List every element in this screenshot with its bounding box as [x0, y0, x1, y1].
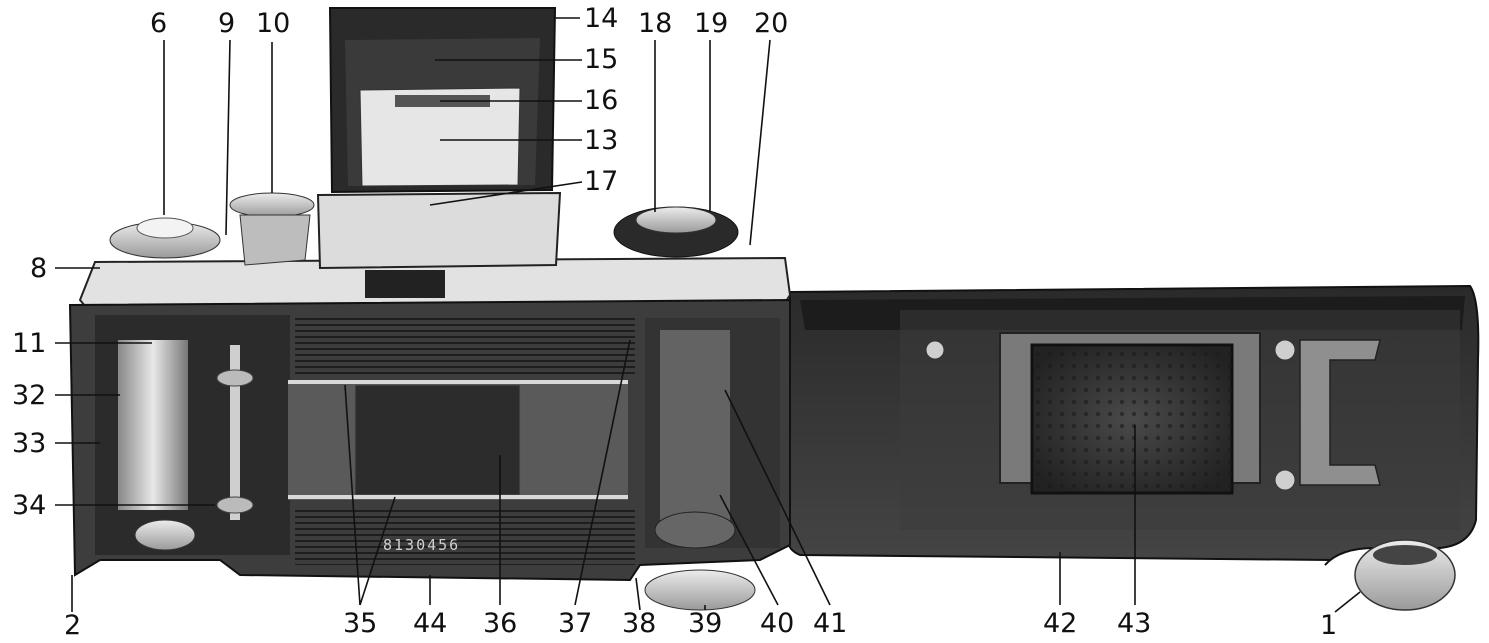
dial-10	[229, 192, 315, 218]
callout-44: 44	[413, 608, 448, 639]
callout-41: 41	[813, 608, 848, 639]
callout-35: 35	[343, 608, 378, 639]
callout-40: 40	[760, 608, 795, 639]
callout-36: 36	[483, 608, 518, 639]
camera-body	[68, 256, 792, 611]
leader-lines	[55, 17, 1361, 613]
serial-number: 8130456	[383, 536, 461, 554]
callout-33: 33	[12, 428, 47, 459]
film-rail-top	[295, 318, 635, 378]
callout-18: 18	[638, 8, 673, 39]
callout-39: 39	[688, 608, 723, 639]
callout-6: 6	[150, 8, 168, 39]
door-hinge-bracket	[1299, 339, 1381, 486]
callout-8: 8	[30, 253, 48, 284]
callout-11: 11	[12, 328, 47, 359]
film-rail-bottom	[295, 510, 635, 565]
focusing-screen	[359, 87, 521, 187]
takeup-spool	[660, 330, 730, 520]
callout-19: 19	[694, 8, 729, 39]
callout-1: 1	[1320, 610, 1338, 641]
callout-43: 43	[1117, 608, 1152, 639]
callout-13: 13	[584, 125, 619, 156]
callout-34: 34	[12, 490, 47, 521]
viewfinder-housing	[316, 191, 562, 270]
back-door	[786, 284, 1480, 611]
rewind-fork	[230, 345, 240, 520]
film-cassette	[118, 340, 188, 510]
callout-38: 38	[622, 608, 657, 639]
callout-37: 37	[558, 608, 593, 639]
callout-42: 42	[1043, 608, 1078, 639]
callout-10: 10	[256, 8, 291, 39]
callout-16: 16	[584, 85, 619, 116]
base-knob	[644, 569, 756, 611]
top-controls	[109, 7, 739, 298]
callout-20: 20	[754, 8, 789, 39]
callout-15: 15	[584, 44, 619, 75]
top-plate-slot	[365, 270, 445, 298]
film-gate	[354, 384, 521, 496]
callout-9: 9	[218, 8, 236, 39]
callout-14: 14	[584, 3, 619, 34]
callout-17: 17	[584, 166, 619, 197]
callout-2: 2	[64, 610, 82, 641]
callout-32: 32	[12, 380, 47, 411]
